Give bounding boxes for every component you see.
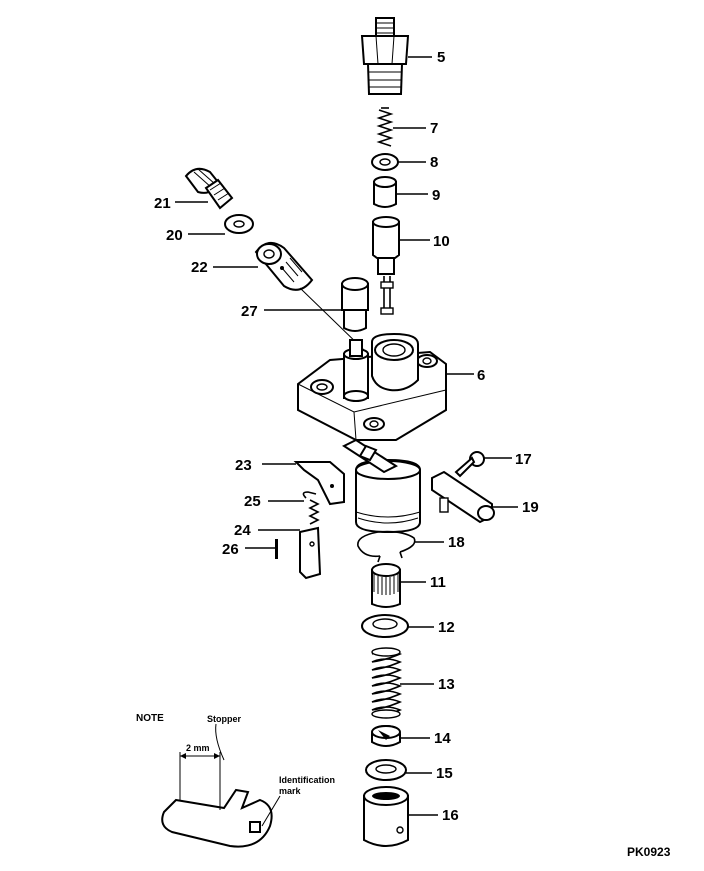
part-22-fitting[interactable] — [213, 241, 365, 351]
part-20-washer[interactable] — [188, 214, 254, 235]
callout-16: 16 — [442, 807, 459, 824]
pump-barrel[interactable] — [341, 438, 421, 534]
callout-18: 18 — [448, 534, 465, 551]
part-6-pump-body[interactable] — [297, 332, 474, 441]
callout-23: 23 — [235, 457, 252, 474]
callout-9: 9 — [432, 187, 440, 204]
callout-27: 27 — [241, 303, 258, 320]
part-26-pin[interactable] — [245, 539, 278, 559]
callout-22: 22 — [191, 259, 208, 276]
part-8-washer[interactable] — [371, 153, 426, 171]
callout-25: 25 — [244, 493, 261, 510]
part-7-spring[interactable] — [376, 107, 426, 147]
part-19-control-rack[interactable] — [431, 470, 518, 524]
note-stopper-label: Stopper — [207, 714, 241, 724]
note-identification-label: Identification — [279, 775, 335, 785]
callout-11: 11 — [430, 574, 446, 591]
callout-21: 21 — [154, 195, 171, 212]
callout-12: 12 — [438, 619, 455, 636]
callout-15: 15 — [436, 765, 453, 782]
part-25-spring[interactable] — [268, 491, 320, 525]
callout-10: 10 — [433, 233, 450, 250]
part-24-plate[interactable] — [258, 526, 322, 580]
part-14-plunger[interactable] — [371, 724, 430, 747]
callout-17: 17 — [515, 451, 532, 468]
part-12-spring-seat[interactable] — [361, 614, 434, 638]
callout-6: 6 — [477, 367, 485, 384]
diagram-code: PK0923 — [627, 845, 671, 859]
note-stopper-detail — [161, 723, 281, 848]
callout-5: 5 — [437, 49, 445, 66]
part-27-plug[interactable] — [264, 277, 369, 332]
callout-24: 24 — [234, 522, 251, 539]
callout-14: 14 — [434, 730, 451, 747]
callout-26: 26 — [222, 541, 239, 558]
note-heading: NOTE — [136, 713, 164, 724]
part-10-delivery-valve[interactable] — [372, 216, 430, 315]
part-16-tappet[interactable] — [363, 786, 438, 847]
part-21-bleeder-screw[interactable] — [175, 167, 234, 210]
part-9-valve-stopper[interactable] — [373, 176, 428, 208]
callout-8: 8 — [430, 154, 438, 171]
callout-7: 7 — [430, 120, 438, 137]
callout-13: 13 — [438, 676, 455, 693]
note-identification-label-2: mark — [279, 786, 302, 796]
part-11-control-sleeve[interactable] — [371, 563, 426, 608]
part-15-lower-spring-seat[interactable] — [365, 759, 432, 781]
part-5-delivery-valve-holder[interactable] — [360, 17, 432, 95]
part-18-snap-ring[interactable] — [357, 530, 444, 563]
note-dimension-label: 2 mm — [186, 743, 210, 753]
part-13-plunger-spring[interactable] — [371, 647, 434, 719]
callout-19: 19 — [522, 499, 539, 516]
part-17-bolt[interactable] — [454, 451, 512, 478]
part-23-lever[interactable] — [262, 461, 345, 506]
callout-20: 20 — [166, 227, 183, 244]
